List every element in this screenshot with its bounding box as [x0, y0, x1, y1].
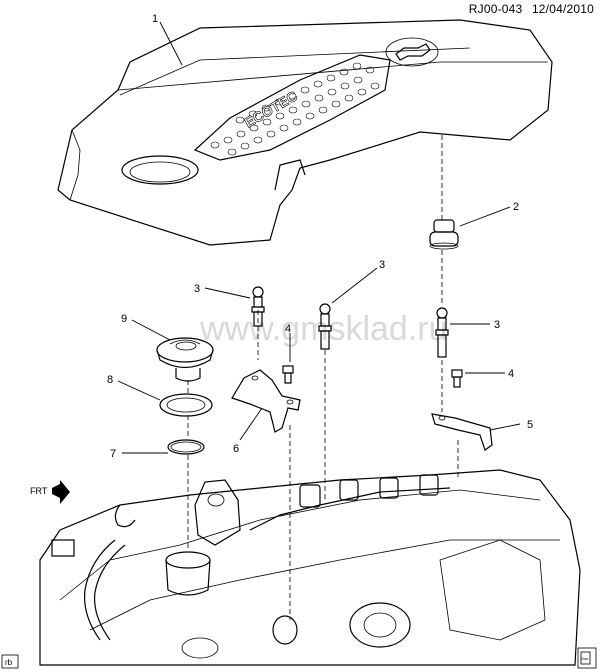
bowtie-emblem-icon: [395, 43, 431, 61]
grommet: [429, 219, 459, 250]
cover-brand-text: ECOTEC: [242, 88, 301, 131]
alignment-lines: [187, 135, 459, 620]
ball-stud-center: [318, 303, 332, 350]
bolt-left: [282, 365, 294, 384]
callout-8: 8: [107, 374, 113, 386]
reference-code: RJ00-043: [468, 2, 523, 16]
cap-seal: [159, 393, 213, 417]
callout-7: 7: [110, 448, 116, 460]
oil-filler-cap: [156, 337, 214, 382]
corner-tag-left-text: rb: [5, 658, 13, 667]
front-direction-indicator: FRT: [30, 480, 70, 504]
callout-2: 2: [513, 201, 519, 213]
ball-stud-right: [435, 307, 449, 358]
corner-tag-right-text: Gas: [581, 656, 588, 661]
callout-4-right: 4: [508, 368, 514, 380]
watermark: www.gmsklad.ru: [199, 310, 448, 348]
reference-date: 12/04/2010: [531, 2, 594, 16]
corner-tag-left: rb: [1, 654, 19, 669]
callout-5: 5: [527, 419, 533, 431]
ball-stud-left: [251, 286, 265, 327]
o-ring: [167, 439, 205, 455]
callout-3-center: 3: [379, 259, 385, 271]
leader-lines: [117, 21, 521, 454]
engine-assembly: [39, 469, 581, 666]
callout-1: 1: [152, 13, 158, 25]
bolt-right: [451, 369, 463, 388]
bracket-left: [231, 369, 301, 433]
callouts: 1 2 3 3 3 4 4 5 6 7 8 9: [107, 13, 533, 460]
bracket-right: [431, 413, 493, 451]
callout-3-right: 3: [494, 319, 500, 331]
perforation-pattern: [210, 62, 380, 156]
engine-cover: ECOTEC: [57, 19, 553, 246]
front-label: FRT: [30, 486, 48, 496]
callout-4-left: 4: [285, 323, 291, 335]
fuel-pump-icon: Gas: [577, 647, 597, 669]
callout-9: 9: [121, 313, 127, 325]
diagram-reference: RJ00-043 12/04/2010: [469, 2, 594, 16]
callout-6: 6: [233, 443, 239, 455]
callout-3-left: 3: [194, 283, 200, 295]
